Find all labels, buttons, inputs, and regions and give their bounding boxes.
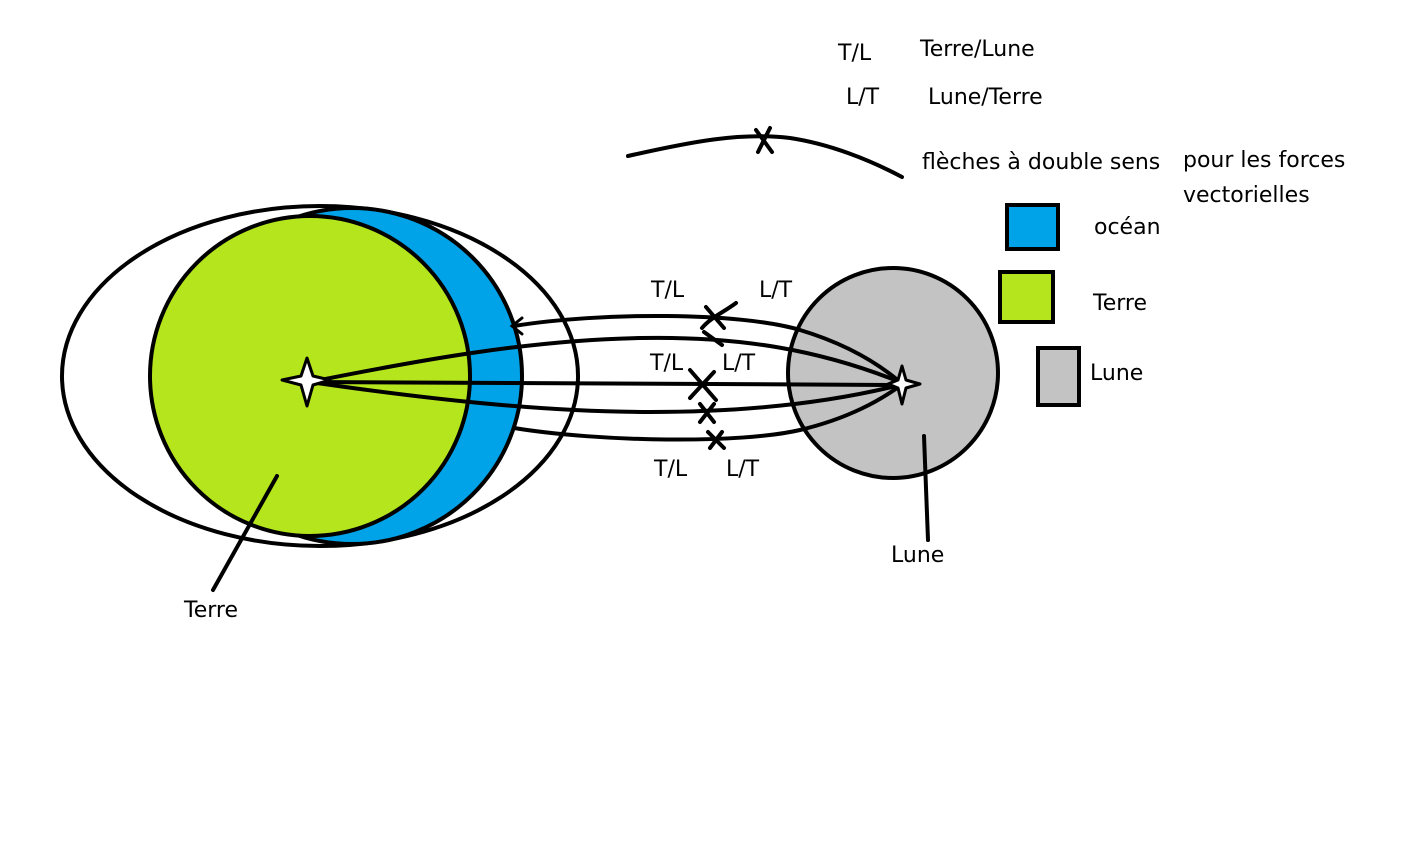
bulge-arrow-tip — [509, 316, 524, 336]
legend-earth-label: Terre — [1092, 291, 1147, 316]
force-loop-inner-bottom — [308, 380, 902, 414]
moon-disc — [786, 266, 1000, 480]
legend-moon-swatch — [1036, 346, 1081, 407]
abbr-code-lt: L/T — [846, 85, 880, 110]
legend-ocean-swatch — [1005, 203, 1060, 251]
double-sense-arrow-cross-icon — [754, 126, 774, 154]
force-loop-outer-top — [512, 313, 902, 384]
arrow-note-line1: flèches à double sens — [922, 150, 1160, 175]
earth-callout-label: Terre — [183, 598, 238, 623]
double-sense-arrow-sample — [626, 134, 904, 179]
moon-center-star-icon — [886, 364, 922, 406]
abbr-meaning-lt: Lune/Terre — [928, 85, 1043, 110]
force-line-center — [308, 380, 902, 387]
force-loop-inner-top — [308, 335, 902, 384]
force-label-bottom-right: L/T — [726, 457, 760, 482]
legend-earth-swatch — [998, 270, 1055, 324]
arrow-note-line2b: vectorielles — [1183, 183, 1310, 208]
cross-mark-bottom — [706, 430, 726, 450]
legend-moon-label: Lune — [1090, 361, 1143, 386]
earth-center-star-icon — [280, 356, 332, 408]
force-label-top-left: T/L — [650, 278, 685, 303]
force-label-middle-left: T/L — [649, 351, 684, 376]
earth-callout-line — [211, 474, 279, 592]
cross-marks — [688, 301, 738, 450]
cross-mark-top — [700, 301, 738, 347]
force-loop-outer-bottom — [512, 384, 902, 442]
arrow-note-line2a: pour les forces — [1183, 148, 1345, 173]
abbr-code-tl: T/L — [837, 41, 872, 66]
force-label-middle-right: L/T — [722, 351, 756, 376]
moon-callout-line — [922, 434, 930, 542]
cross-mark-lower — [698, 402, 716, 424]
moon-callout-label: Lune — [891, 543, 944, 568]
abbr-meaning-tl: Terre/Lune — [919, 37, 1035, 62]
cross-mark-middle — [688, 368, 718, 402]
force-label-bottom-left: T/L — [653, 457, 688, 482]
legend-ocean-label: océan — [1094, 215, 1161, 240]
force-label-top-right: L/T — [759, 278, 793, 303]
